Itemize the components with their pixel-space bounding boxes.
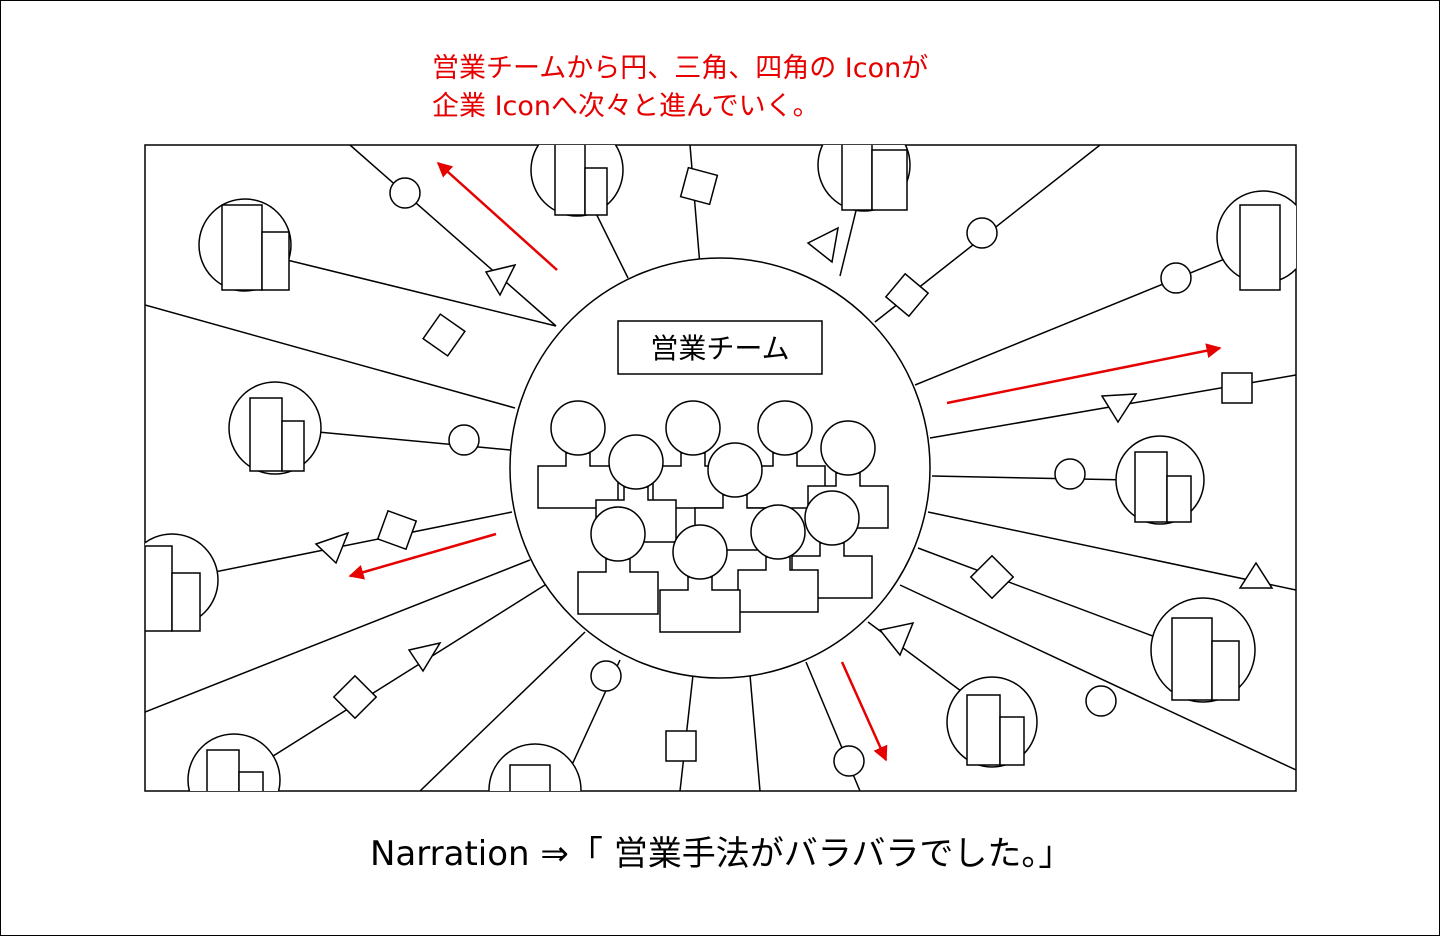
circle-token-icon xyxy=(448,424,480,456)
circle-token-icon xyxy=(833,745,865,777)
person-icon xyxy=(659,524,741,633)
triangle-token-icon xyxy=(1238,561,1274,589)
circle-token-icon xyxy=(590,660,622,692)
circle-token-icon xyxy=(389,177,421,209)
triangle-token-icon xyxy=(407,641,442,673)
company-building-icon xyxy=(817,145,911,212)
narration: Narration ⇒「 営業手法がバラバラでした。」 xyxy=(370,834,1073,874)
annotation: 営業チームから円、三角、四角の Iconが 企業 Iconへ次々と進んでいく。 xyxy=(432,50,928,126)
square-token-icon xyxy=(376,509,418,551)
circle-token-icon xyxy=(1054,458,1086,490)
flow-arrow-icon xyxy=(946,343,1222,405)
triangle-token-icon xyxy=(484,263,517,297)
square-token-icon xyxy=(332,674,378,720)
square-token-icon xyxy=(422,313,466,357)
person-icon xyxy=(744,400,826,509)
flow-arrow-icon xyxy=(436,161,558,271)
square-token-icon xyxy=(665,730,697,762)
square-token-icon xyxy=(884,272,930,318)
triangle-token-icon xyxy=(806,226,839,264)
triangle-token-icon xyxy=(878,621,915,657)
person-icon xyxy=(737,504,819,613)
triangle-token-icon xyxy=(1100,393,1138,424)
company-building-icon xyxy=(488,743,582,791)
annotation-line-1: 営業チームから円、三角、四角の Iconが xyxy=(432,53,929,84)
flow-arrows xyxy=(348,161,1222,762)
flow-arrow-icon xyxy=(840,661,888,762)
company-building-icon xyxy=(1150,597,1256,703)
company-building-icon xyxy=(145,533,219,632)
person-icon xyxy=(577,506,659,615)
company-building-icon xyxy=(187,733,281,791)
square-tokens xyxy=(332,166,1253,762)
circle-token-icon xyxy=(1160,262,1192,294)
company-building-icon xyxy=(530,145,624,217)
annotation-line-2: 企業 Iconへ次々と進んでいく。 xyxy=(432,91,820,122)
circle-token-icon xyxy=(966,217,998,249)
people-group xyxy=(537,400,889,633)
square-token-icon xyxy=(1221,372,1253,404)
company-building-icon xyxy=(198,198,292,292)
square-token-icon xyxy=(969,554,1015,600)
circle-tokens xyxy=(389,177,1192,777)
triangle-tokens xyxy=(314,226,1274,673)
company-building-icon xyxy=(1216,190,1296,291)
company-building-icon xyxy=(1115,435,1205,525)
circle-token-icon xyxy=(1085,685,1117,717)
person-icon xyxy=(537,400,619,509)
triangle-token-icon xyxy=(314,531,350,565)
square-token-icon xyxy=(679,166,719,206)
team-label-box xyxy=(617,320,823,375)
company-building-icon xyxy=(946,676,1038,768)
flow-arrow-icon xyxy=(348,532,497,580)
company-building-icon xyxy=(228,381,322,475)
team-label: 営業チーム xyxy=(650,332,789,365)
person-icon xyxy=(652,400,734,509)
